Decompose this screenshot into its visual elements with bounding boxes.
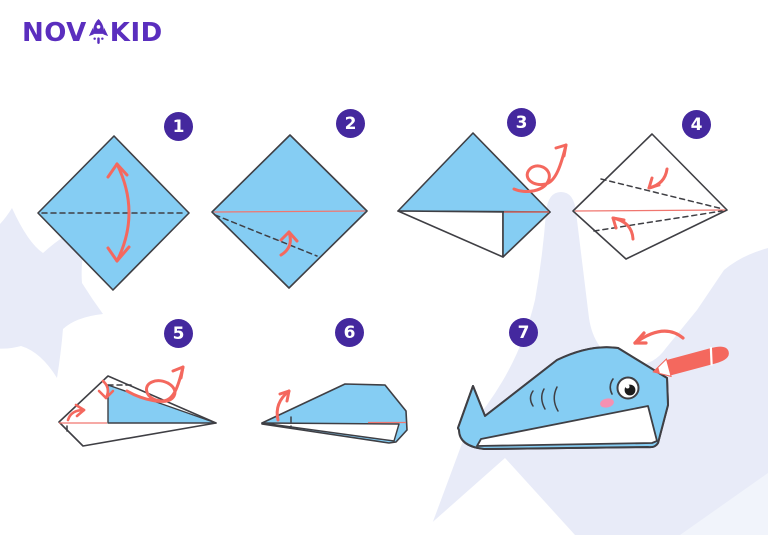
curved-fold-arrow-icon — [275, 389, 291, 422]
step-5-diagram — [58, 365, 217, 447]
paper-folded-corner — [502, 211, 551, 258]
step-6-diagram — [261, 383, 408, 444]
paper-front-flap — [107, 384, 217, 424]
logo-text-kid: KID — [109, 18, 163, 48]
splash-highlight-right — [680, 473, 768, 535]
whale-mouth — [476, 405, 658, 447]
step-2-badge: 2 — [336, 109, 365, 138]
whale-gills — [529, 386, 559, 412]
step-7-badge: 7 — [509, 318, 538, 347]
loop-flip-arrow-icon — [125, 365, 185, 403]
logo-text-nov: NOV — [22, 18, 87, 48]
paper-underside — [261, 422, 400, 442]
paper-kite — [572, 133, 728, 260]
step-1-diagram — [37, 135, 190, 291]
curved-fold-arrow-icon — [106, 162, 131, 263]
step-1-badge: 1 — [164, 112, 193, 141]
pencil-icon — [652, 346, 729, 378]
curved-fold-arrow-icon — [611, 216, 635, 241]
step-3-diagram — [397, 132, 568, 258]
curved-fold-arrow-icon — [66, 403, 86, 422]
splash-highlight-left — [418, 458, 575, 535]
fold-line-dashed-top — [600, 178, 724, 210]
crease-line — [213, 210, 366, 213]
step-3-badge: 3 — [507, 108, 536, 137]
fold-line-dashed — [214, 214, 318, 257]
loop-flip-arrow-icon — [512, 143, 568, 193]
whale-eye — [609, 376, 640, 400]
step-2-diagram — [211, 134, 368, 289]
novakid-logo: NOV KID — [22, 18, 163, 49]
step-4-diagram — [572, 133, 728, 260]
curved-fold-arrow-icon — [647, 167, 669, 190]
rocket-icon — [88, 19, 108, 44]
step-6-badge: 6 — [335, 318, 364, 347]
crease-line — [574, 209, 726, 212]
whale-blush — [600, 398, 614, 408]
paper-underside — [397, 210, 504, 258]
curved-fold-arrow-icon — [97, 379, 115, 400]
step-5-badge: 5 — [164, 319, 193, 348]
step-7-finished-whale — [457, 329, 729, 450]
step-4-badge: 4 — [682, 110, 711, 139]
curved-fold-arrow-icon — [633, 329, 685, 345]
curved-fold-arrow-icon — [279, 230, 299, 257]
